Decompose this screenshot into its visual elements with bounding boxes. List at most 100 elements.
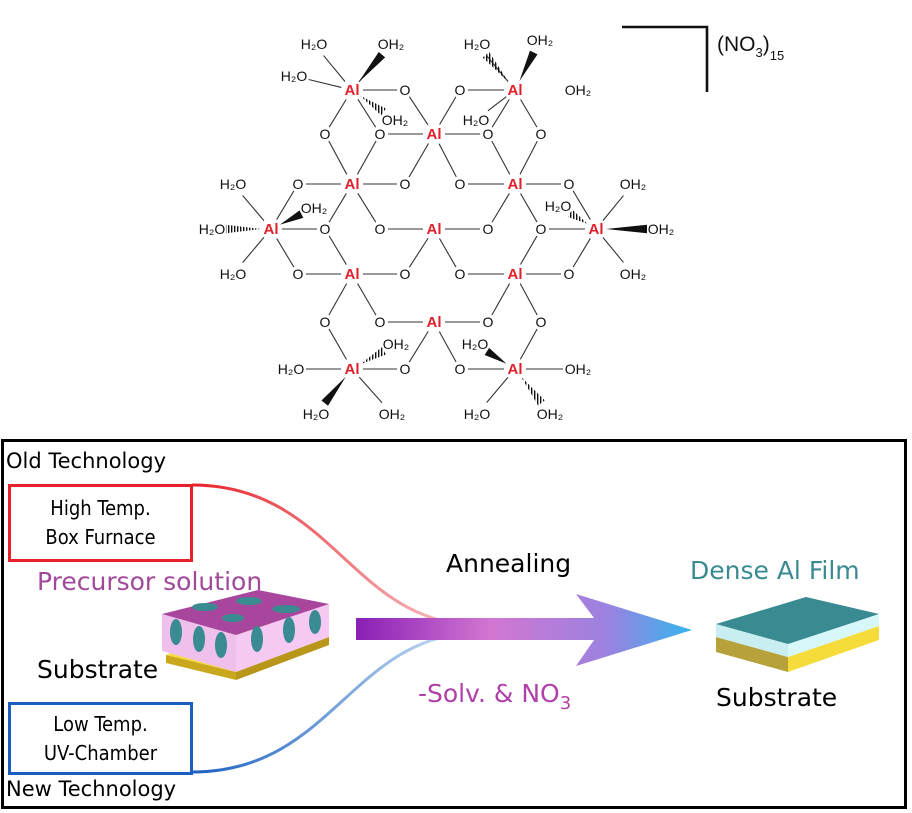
oxygen-atom: O xyxy=(400,361,411,377)
oxygen-atom: O xyxy=(455,361,466,377)
aluminum-atom: Al xyxy=(345,266,360,283)
process-panel-frame xyxy=(1,439,907,809)
precursor-particle xyxy=(283,617,295,643)
aluminum-atom: Al xyxy=(264,221,279,238)
oxygen-atom: O xyxy=(293,266,304,282)
bond-line xyxy=(491,193,510,223)
bond-line xyxy=(487,96,507,112)
stereo-wedges xyxy=(226,50,647,406)
bond-lines xyxy=(242,55,624,404)
solid-wedge-bond xyxy=(358,51,386,83)
oxygen-atom: O xyxy=(320,314,331,330)
precursor-particle xyxy=(215,632,227,658)
bond-line xyxy=(408,331,429,363)
bond-line xyxy=(491,99,510,128)
old-box-line1: High Temp. xyxy=(50,496,151,520)
bond-line xyxy=(439,96,457,125)
precursor-particle xyxy=(272,605,300,613)
oxygen-atom: O xyxy=(455,266,466,282)
hashed-wedge-bond xyxy=(521,376,545,406)
water-ligand: OH₂ xyxy=(565,82,591,98)
bond-line xyxy=(323,55,346,82)
oxygen-atom: O xyxy=(320,126,331,142)
bond-line xyxy=(408,143,429,178)
new-technology-box: Low Temp. UV-Chamber xyxy=(8,702,193,775)
bond-line xyxy=(328,99,347,128)
removal-label-sub: 3 xyxy=(559,693,572,714)
water-ligand: H₂O xyxy=(199,221,226,237)
new-box-line1: Low Temp. xyxy=(53,711,148,736)
film-teal-top xyxy=(716,597,879,644)
oxygen-atom: O xyxy=(483,126,494,142)
old-technology-label: Old Technology xyxy=(6,449,167,473)
oxygen-atom: O xyxy=(375,126,386,142)
precursor-layer-top xyxy=(162,590,329,635)
water-ligand: OH₂ xyxy=(379,406,405,422)
water-ligand: H₂O xyxy=(281,68,308,84)
water-ligand: H₂O xyxy=(463,112,490,128)
water-ligand: H₂O xyxy=(303,406,330,422)
water-ligand: H₂O xyxy=(220,176,247,192)
oxygen-atom: O xyxy=(455,176,466,192)
precursor-layer-right xyxy=(236,604,329,672)
water-ligand: OH₂ xyxy=(301,200,327,216)
hashed-wedge-bond xyxy=(360,95,386,116)
counter-ion-close: ) xyxy=(763,33,770,56)
bond-line xyxy=(520,235,538,265)
bond-line xyxy=(242,195,265,221)
bond-line xyxy=(491,283,511,316)
bond-line xyxy=(408,237,429,268)
annealing-arrow xyxy=(356,594,692,666)
solid-wedge-bond xyxy=(321,376,346,406)
bond-line xyxy=(602,237,624,263)
bond-line xyxy=(408,96,429,126)
precursor-particle xyxy=(251,626,263,652)
bond-line xyxy=(357,283,377,316)
precursor-label: Precursor solution xyxy=(37,567,263,596)
bond-line xyxy=(328,235,347,265)
bond-line xyxy=(491,140,511,175)
oxygen-atom: O xyxy=(320,221,331,237)
oxygen-atom: O xyxy=(293,176,304,192)
aluminum-atom: Al xyxy=(427,221,442,238)
water-ligand: H₂O xyxy=(545,198,572,214)
solid-wedge-bond xyxy=(484,347,507,364)
aluminum-atom: Al xyxy=(345,361,360,378)
old-technology-box: High Temp. Box Furnace xyxy=(8,484,193,562)
removal-label-prefix: -Solv. & NO xyxy=(418,679,560,708)
hashed-wedge-bond xyxy=(482,52,509,83)
aluminum-atom: Al xyxy=(508,176,523,193)
bond-line xyxy=(358,376,383,404)
new-tech-curve xyxy=(191,631,471,774)
oxygen-atom: O xyxy=(455,82,466,98)
bond-line xyxy=(328,328,347,360)
bond-line xyxy=(276,190,295,220)
oxygen-atom: O xyxy=(400,82,411,98)
bond-line xyxy=(356,140,377,175)
new-technology-label: New Technology xyxy=(6,777,177,801)
oxygen-atom: O xyxy=(536,221,547,237)
bond-line xyxy=(276,238,295,268)
bond-line xyxy=(519,140,538,175)
aluminum-atom: Al xyxy=(345,82,360,99)
water-ligand: OH₂ xyxy=(382,112,408,128)
water-ligand: H₂O xyxy=(278,361,305,377)
aluminum-atom: Al xyxy=(427,314,442,331)
hashed-wedge-bond xyxy=(567,209,588,224)
substrate-yellow-right xyxy=(236,637,329,680)
bond-line xyxy=(572,190,591,220)
counter-ion-base: (NO xyxy=(717,33,756,56)
water-ligand: H₂O xyxy=(464,36,491,52)
water-ligand: OH₂ xyxy=(648,221,674,237)
old-tech-curve xyxy=(191,483,471,627)
molecule-bracket xyxy=(622,25,709,92)
oxygen-atom: O xyxy=(536,126,547,142)
film-cyan-left xyxy=(716,624,788,657)
oxygen-atom: O xyxy=(375,221,386,237)
oxygen-atom: O xyxy=(400,266,411,282)
oxygen-atom: O xyxy=(564,176,575,192)
oxygen-atom: O xyxy=(483,221,494,237)
